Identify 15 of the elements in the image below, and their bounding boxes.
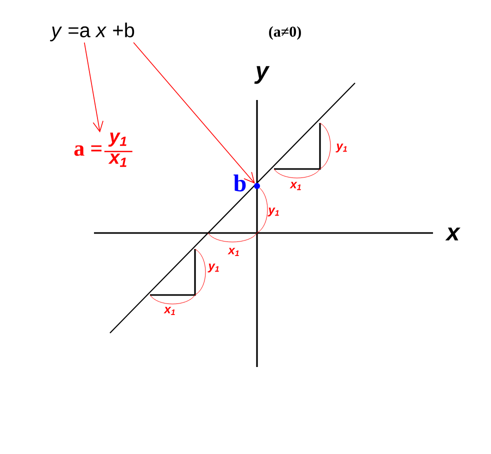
axis-label: x (445, 228, 460, 240)
measure-label: y$_{1}$ (208, 264, 219, 272)
measure-label: x$_{1}$ (228, 248, 239, 256)
arrow (84, 42, 104, 132)
equation: y =a x +b (50, 22, 134, 42)
measure-label: y$_{1}$ (268, 208, 279, 216)
arrow (133, 42, 255, 184)
measure-label: y$_{1}$ (336, 144, 347, 152)
slope-formula: a = y$_{1}$ x$_{1}$ (74, 132, 132, 167)
condition-note: (a≠0) (269, 26, 301, 40)
point (254, 183, 260, 189)
axis-label: y (254, 66, 270, 84)
point-label: b (234, 174, 246, 192)
measure-label: x$_{1}$ (290, 182, 301, 190)
measure-label: x$_{1}$ (164, 306, 175, 316)
